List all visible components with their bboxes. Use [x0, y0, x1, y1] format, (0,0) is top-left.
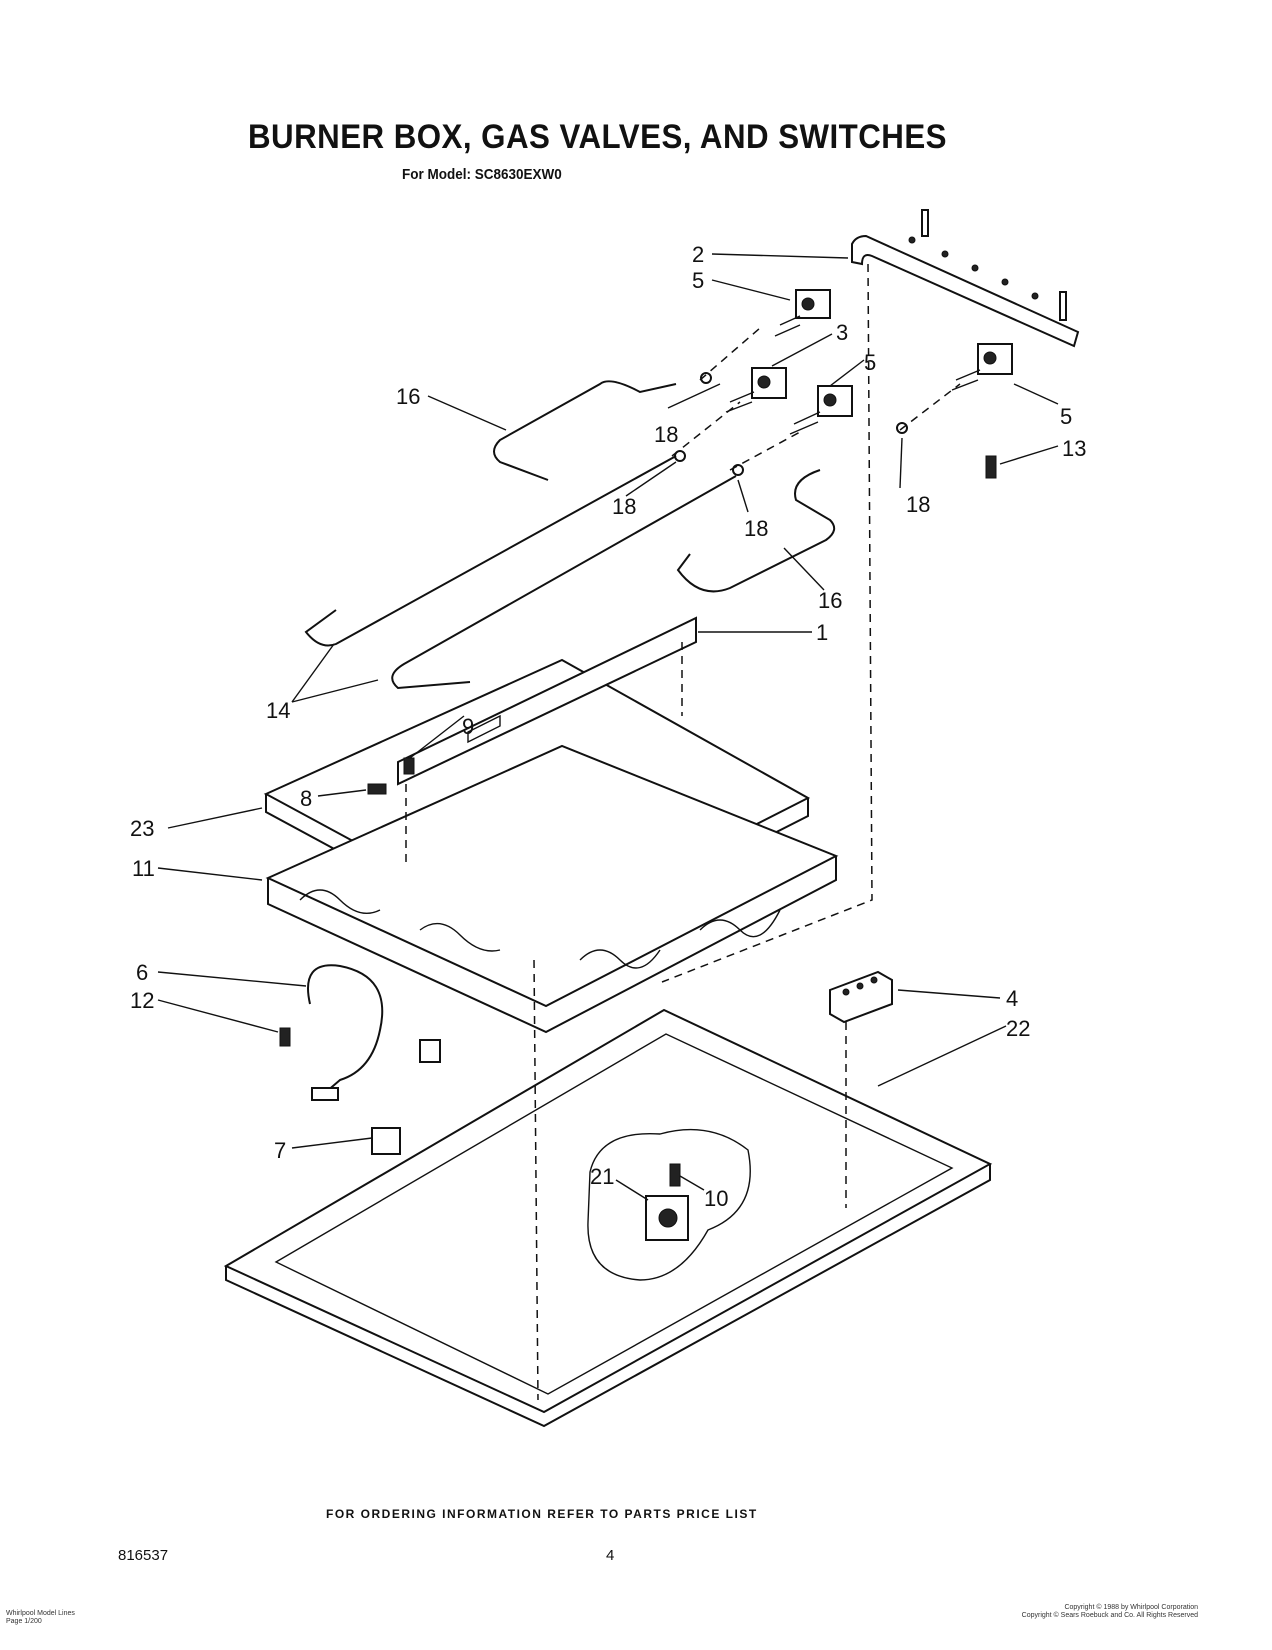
switch-7 — [371, 1127, 401, 1155]
orifice-a — [700, 372, 712, 384]
orifice-c — [732, 464, 744, 476]
callout-4: 4 — [1006, 986, 1018, 1011]
callout-5: 5 — [692, 268, 704, 293]
callout-5: 5 — [1060, 404, 1072, 429]
leader-lines — [157, 253, 1059, 1201]
callout-18: 18 — [744, 516, 768, 541]
callout-2: 2 — [692, 242, 704, 267]
callout-5: 5 — [864, 350, 876, 375]
screw-13 — [985, 455, 997, 479]
gas-valve-1 — [774, 289, 831, 337]
screw-9 — [403, 757, 415, 775]
wire-harness — [307, 964, 384, 1093]
callout-18: 18 — [906, 492, 930, 517]
burner-box-pan — [223, 1008, 993, 1428]
screw-drop-lines — [405, 642, 683, 868]
manifold-pipe — [851, 209, 1080, 348]
callout-14: 14 — [266, 698, 290, 723]
callout-8: 8 — [300, 786, 312, 811]
callout-21: 21 — [590, 1164, 614, 1189]
callout-11: 11 — [132, 856, 155, 881]
burner-tube-14b — [391, 475, 737, 690]
callout-13: 13 — [1062, 436, 1086, 461]
callout-6: 6 — [136, 960, 148, 985]
callout-18: 18 — [612, 494, 636, 519]
insulation-pad — [265, 744, 839, 1034]
document-number: 816537 — [118, 1547, 169, 1564]
manifold-drop-line — [661, 263, 873, 983]
harness-plug — [419, 1039, 441, 1063]
callout-16: 16 — [396, 384, 420, 409]
callout-10: 10 — [704, 1186, 728, 1211]
callout-1: 1 — [816, 620, 828, 645]
callout-3: 3 — [836, 320, 848, 345]
callout-18: 18 — [654, 422, 678, 447]
copyright-note: Copyright © 1988 by Whirlpool Corporatio… — [1021, 1604, 1198, 1619]
page-number: 4 — [606, 1547, 615, 1564]
callout-7: 7 — [274, 1138, 286, 1163]
harness-connector — [311, 1087, 339, 1101]
burner-tube-16a — [493, 380, 677, 481]
model-subtitle: For Model: SC8630EXW0 — [402, 166, 562, 183]
callout-22: 22 — [1006, 1016, 1030, 1041]
callout-16: 16 — [818, 588, 842, 613]
spark-module-knob — [658, 1208, 678, 1228]
ordering-note: FOR ORDERING INFORMATION REFER TO PARTS … — [326, 1507, 758, 1521]
burner-tube-16b — [676, 469, 836, 593]
gas-valve-4 — [951, 343, 1013, 391]
terminal-block — [829, 970, 893, 1024]
callout-23: 23 — [130, 816, 154, 841]
burner-tube-14a — [304, 455, 677, 647]
gas-valve-2 — [725, 367, 787, 413]
callout-9: 9 — [462, 714, 474, 739]
screw-12 — [279, 1027, 291, 1047]
gas-valve-3 — [789, 385, 853, 435]
screw-10 — [669, 1163, 681, 1187]
footer-left-note: Whirlpool Model Lines Page 1/200 — [6, 1610, 75, 1625]
screw-8 — [367, 783, 387, 795]
callout-12: 12 — [130, 988, 154, 1013]
page-title: BURNER BOX, GAS VALVES, AND SWITCHES — [248, 118, 947, 156]
box-drop-line — [533, 959, 539, 1401]
